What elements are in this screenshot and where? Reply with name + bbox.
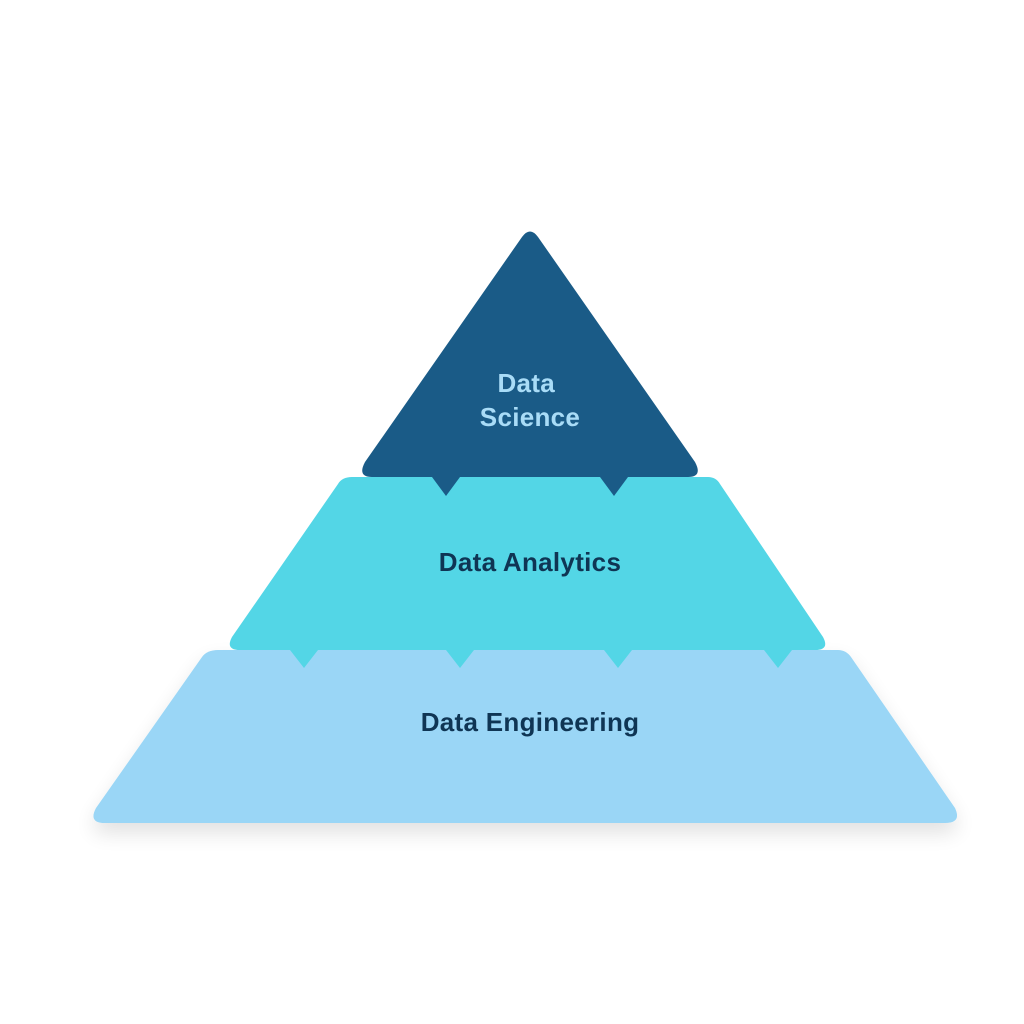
tier-label-data-analytics: Data Analytics (439, 547, 621, 577)
tier-top-shape (362, 231, 698, 496)
tier-data-science (362, 231, 698, 496)
tier-label-data-engineering: Data Engineering (421, 707, 640, 737)
tier-bottom-shape (93, 650, 958, 823)
tier-data-engineering (93, 650, 958, 823)
tier-top-line-1: Data (497, 368, 555, 398)
tier-top-line-2: Science (480, 402, 580, 432)
tier-middle-shape (229, 477, 826, 668)
tier-label-data-science: Data Science (480, 368, 580, 432)
tier-data-analytics (229, 477, 826, 668)
